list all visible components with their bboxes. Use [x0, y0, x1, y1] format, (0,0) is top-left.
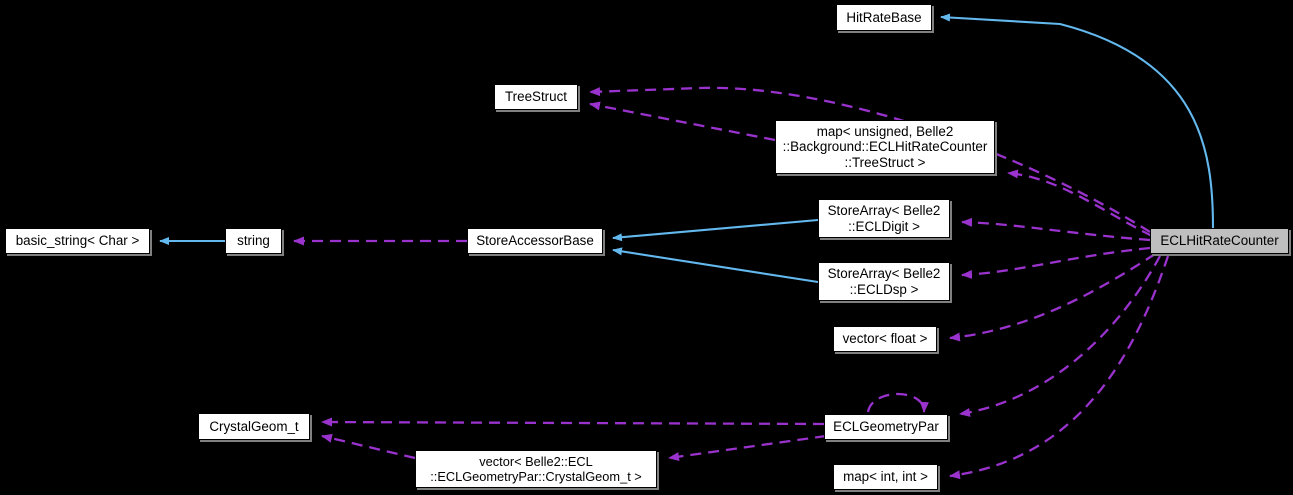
- class-node-storearray-ecldigit[interactable]: StoreArray< Belle2 ::ECLDigit >: [818, 199, 950, 238]
- class-node-label: vector< float >: [842, 331, 928, 347]
- class-node-vector-crystalgeom[interactable]: vector< Belle2::ECL ::ECLGeometryPar::Cr…: [415, 450, 657, 488]
- class-node-label: StoreArray< Belle2 ::ECLDigit >: [827, 203, 941, 234]
- class-node-label: CrystalGeom_t: [209, 418, 299, 434]
- class-node-vector-float[interactable]: vector< float >: [833, 326, 937, 352]
- class-node-string[interactable]: string: [225, 228, 282, 254]
- class-node-hitratebase[interactable]: HitRateBase: [836, 4, 932, 31]
- class-node-eclgeometrypar[interactable]: ECLGeometryPar: [824, 414, 948, 440]
- class-node-storearray-ecldsp[interactable]: StoreArray< Belle2 ::ECLDsp >: [818, 262, 950, 301]
- class-node-treestruct[interactable]: TreeStruct: [494, 84, 578, 110]
- edge-eclhitratecounter-to-map-int-int: [949, 255, 1170, 480]
- edge-eclgeometrypar-to-crystalgeom-t: [321, 417, 825, 427]
- class-node-label: string: [237, 233, 270, 249]
- class-node-label: StoreArray< Belle2 ::ECLDsp >: [827, 266, 941, 297]
- class-node-label: map< int, int >: [843, 469, 928, 485]
- class-node-label: ECLHitRateCounter: [1160, 233, 1279, 249]
- edge-storearray-ecldsp-to-storeaccessorbase: [612, 247, 819, 284]
- inheritance-edges: [159, 13, 1215, 284]
- edge-vector-crystalgeom-to-crystalgeom-t: [321, 433, 416, 460]
- class-node-storeaccessorbase[interactable]: StoreAccessorBase: [467, 228, 603, 254]
- class-node-label: vector< Belle2::ECL ::ECLGeometryPar::Cr…: [430, 453, 642, 485]
- class-node-label: StoreAccessorBase: [476, 233, 594, 249]
- edge-eclhitratecounter-to-storearray-ecldigit: [961, 217, 1151, 242]
- edge-storearray-ecldigit-to-storeaccessorbase: [612, 218, 819, 242]
- class-node-label: ECLGeometryPar: [833, 419, 939, 435]
- class-node-eclhitratecounter[interactable]: ECLHitRateCounter: [1150, 228, 1289, 254]
- class-node-label: HitRateBase: [846, 9, 922, 25]
- usage-edges: [293, 86, 1170, 480]
- edge-map-unsigned-treestruct-to-treestruct: [589, 101, 776, 142]
- edge-eclhitratecounter-to-vector-float: [949, 253, 1156, 342]
- edge-eclhitratecounter-to-storearray-ecldsp: [961, 246, 1151, 279]
- class-node-map-int-int[interactable]: map< int, int >: [833, 464, 938, 490]
- class-node-map-unsigned-treestruct[interactable]: map< unsigned, Belle2 ::Background::ECLH…: [775, 120, 995, 174]
- edge-eclgeometrypar-to-vector-crystalgeom: [668, 434, 827, 462]
- class-node-label: TreeStruct: [504, 89, 567, 105]
- edge-eclhitratecounter-to-eclgeometrypar: [959, 255, 1162, 417]
- class-node-crystalgeom-t[interactable]: CrystalGeom_t: [198, 413, 310, 440]
- edge-eclgeometrypar-self-loop: [866, 392, 929, 413]
- edge-eclhitratecounter-to-map-unsigned-treestruct: [1007, 169, 1153, 238]
- class-node-label: basic_string< Char >: [15, 233, 140, 249]
- class-node-label: map< unsigned, Belle2 ::Background::ECLH…: [782, 123, 988, 170]
- class-node-basic-string-char[interactable]: basic_string< Char >: [5, 228, 150, 254]
